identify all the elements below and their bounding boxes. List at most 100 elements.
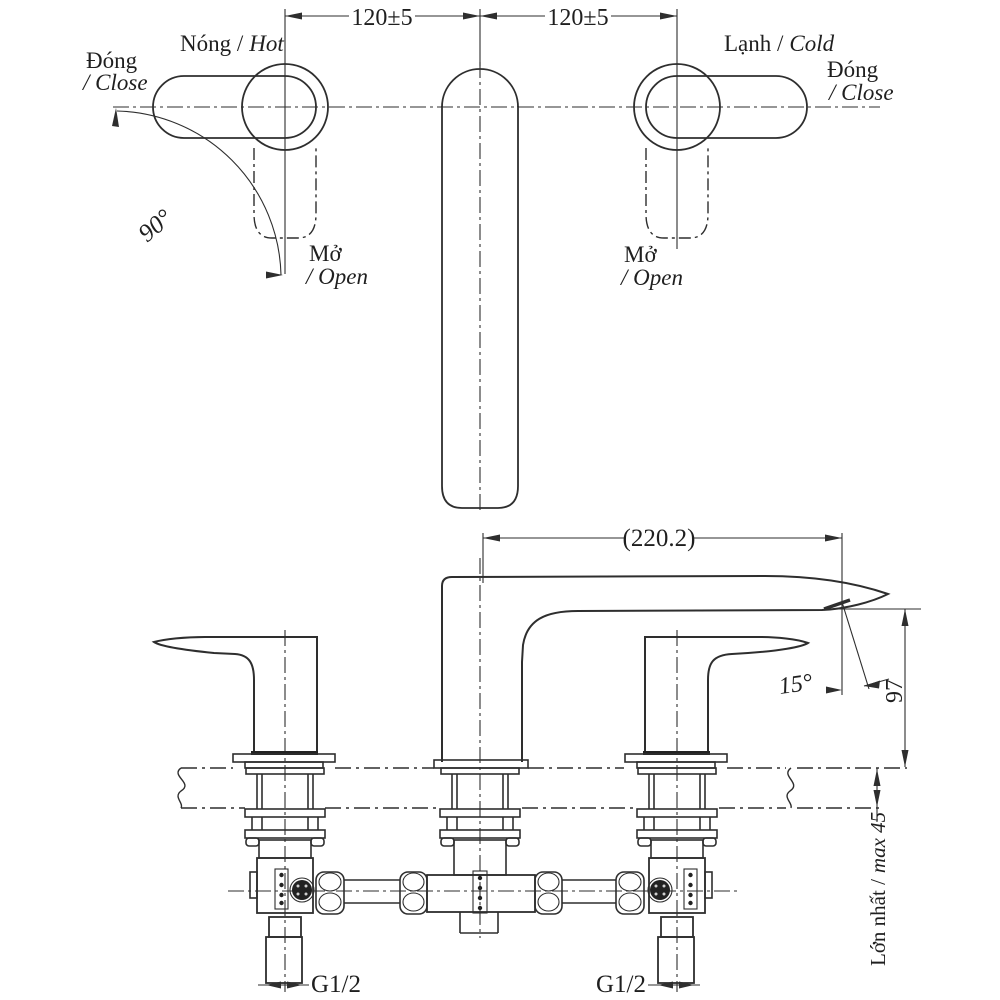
valve-screw	[292, 880, 312, 900]
cold-handle-elevation	[624, 636, 811, 769]
label-open-right-line2: / Open	[619, 265, 683, 290]
arrowhead	[287, 981, 302, 989]
pipe-lines	[344, 879, 616, 904]
arrowhead	[285, 12, 302, 20]
deck-max-vi: Lớn nhất /	[866, 879, 890, 966]
lock-nut-bar	[439, 829, 521, 839]
screw-dot	[654, 884, 658, 888]
cold-handle-flange-lower	[636, 761, 716, 769]
label-hot: Nóng /Hot	[180, 31, 284, 56]
label-close-left-line2: / Close	[81, 70, 148, 95]
cold-valve-assembly	[636, 767, 718, 984]
arrowhead	[873, 790, 881, 807]
plan-view: 120±5 120±5 90° Nóng /Hot Lạnh /Cold Đón	[81, 5, 894, 510]
elevation-view: (220.2) 15° 97 Lớn nhất /max 45	[151, 525, 921, 998]
screw-dot	[296, 892, 300, 896]
valve-screw-ring	[289, 877, 315, 903]
lock-washer	[244, 808, 326, 818]
valve-screw-ring	[647, 877, 673, 903]
spout-profile-outline	[441, 574, 891, 762]
dim-spout-height: 97	[838, 608, 921, 767]
deck-break-left	[177, 767, 186, 809]
arrowhead	[873, 769, 881, 786]
spout-elevation	[433, 574, 891, 769]
pipe-nut	[315, 871, 345, 915]
label-open-left-line2: / Open	[304, 264, 368, 289]
marking-strip	[274, 868, 289, 910]
screw-dot	[296, 884, 300, 888]
valve-side-port	[249, 871, 258, 899]
label-open-left-line1: Mở	[309, 241, 342, 266]
lock-nut-foot	[310, 837, 325, 847]
cold-handle-plan	[633, 63, 808, 239]
dim-thread-right-value: G1/2	[596, 971, 646, 998]
mount-shank	[648, 774, 706, 809]
dim-thread-left: G1/2	[258, 971, 361, 998]
lock-nut-foot	[505, 837, 520, 847]
pipe-nut	[534, 871, 563, 915]
hot-valve-assembly	[244, 767, 326, 984]
hot-handle-hub-circle	[241, 63, 329, 151]
marking-dot	[477, 875, 483, 881]
supply-tube	[657, 936, 695, 984]
lock-nut-foot	[440, 837, 455, 847]
spout-base-circle-arc	[441, 68, 519, 108]
nut-lobe	[318, 872, 342, 892]
mount-step	[440, 767, 520, 775]
spout-body-outline	[441, 106, 519, 509]
label-close-right-line2: / Close	[827, 80, 894, 105]
arrowhead	[901, 609, 909, 626]
lock-nut-ribs	[251, 817, 319, 830]
cold-handle-joint	[643, 751, 710, 755]
arrowhead	[463, 12, 480, 20]
dim-spout-reach: (220.2)	[482, 525, 843, 695]
nut-lobe	[402, 872, 425, 892]
handle-rotation-arc	[116, 110, 282, 276]
deck-break-right	[786, 767, 795, 809]
dim-handle-spacing-right: 120±5	[547, 5, 608, 31]
marking-dot	[477, 905, 483, 911]
lock-nut-foot	[702, 837, 717, 847]
dim-handle-spacing: 120±5 120±5	[285, 5, 677, 31]
arrow-tail	[863, 678, 890, 687]
cold-lever-open-phantom	[645, 148, 709, 239]
nut-lobe	[402, 892, 425, 912]
pipe-nut	[615, 871, 645, 915]
valve-screw	[650, 880, 670, 900]
marking-dot	[279, 892, 284, 898]
hot-handle-flange-lower	[244, 761, 324, 769]
lock-nut-foot	[637, 837, 652, 847]
marking-strip	[683, 868, 698, 910]
dim-handle-spacing-left: 120±5	[351, 5, 412, 31]
marking-dot	[279, 900, 284, 906]
hot-handle-flange-upper	[232, 753, 336, 763]
arrowhead	[266, 271, 283, 279]
nut-lobe	[618, 892, 642, 912]
nut-lobe	[537, 872, 560, 892]
cold-lever-closed-outline	[645, 75, 808, 139]
lock-nut-ribs	[643, 817, 711, 830]
dim-deck-thickness: Lớn nhất /max 45	[866, 768, 890, 966]
nut-lobe	[618, 872, 642, 892]
label-rotation-angle: 90°	[134, 204, 178, 247]
angle-leg	[841, 601, 870, 690]
marking-dot	[477, 895, 483, 901]
mount-shank	[256, 774, 314, 809]
spout-base-plate	[433, 759, 529, 769]
hot-lever-closed-outline	[152, 75, 317, 139]
label-cold-en: Cold	[789, 31, 834, 56]
hot-handle-elevation	[151, 636, 336, 769]
valve-side-port	[704, 871, 713, 899]
marking-dot	[688, 892, 693, 898]
arrowhead	[112, 108, 119, 127]
arrowhead	[679, 981, 694, 989]
supply-tube	[265, 936, 303, 984]
label-close-left-line1: Đóng	[86, 48, 138, 73]
dim-spout-angle-value: 15°	[777, 669, 814, 699]
hot-handle-profile	[151, 636, 318, 751]
dim-spout-height-value: 97	[882, 679, 908, 703]
arrowhead	[901, 750, 909, 767]
nut-lobe	[318, 892, 342, 912]
dim-spout-angle: 15°	[777, 598, 890, 700]
hot-lever-open-phantom	[253, 148, 317, 239]
